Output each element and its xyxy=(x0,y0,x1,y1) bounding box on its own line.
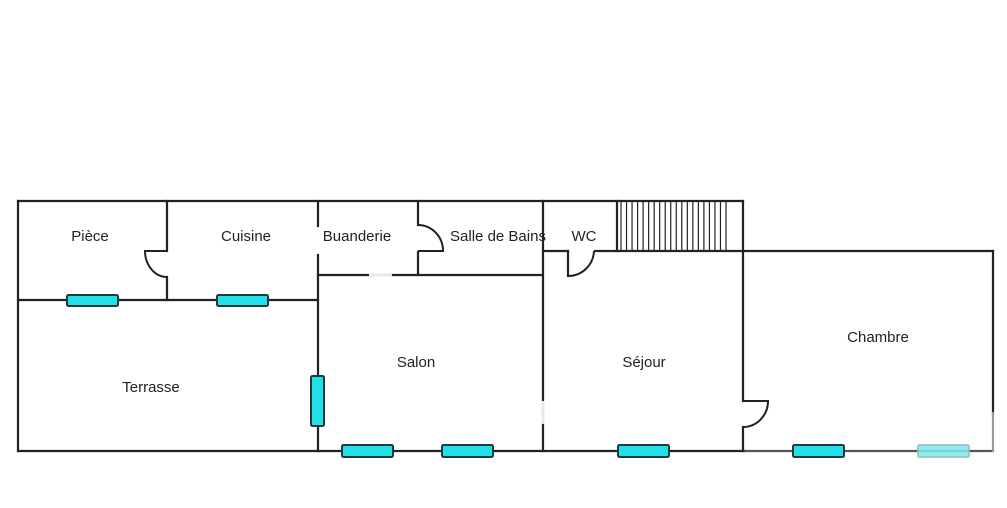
door-wc xyxy=(567,250,595,277)
room-label-salon: Salon xyxy=(397,354,435,371)
room-label-piece: Pièce xyxy=(71,228,109,245)
window-chambre-2 xyxy=(917,444,970,458)
window-chambre-1 xyxy=(792,444,845,458)
room-label-terrasse: Terrasse xyxy=(122,379,180,396)
room-label-wc: WC xyxy=(572,228,597,245)
window-salon-side xyxy=(310,375,325,427)
door-sejour-chambre xyxy=(742,400,770,428)
room-label-salle-de-bains: Salle de Bains xyxy=(450,228,546,245)
window-salon-1 xyxy=(341,444,394,458)
room-label-sejour: Séjour xyxy=(622,354,665,371)
doors xyxy=(143,224,770,428)
room-label-cuisine: Cuisine xyxy=(221,228,271,245)
staircase xyxy=(620,202,727,250)
door-piece-cuisine xyxy=(143,250,168,278)
room-labels: Pièce Cuisine Buanderie Salle de Bains W… xyxy=(71,228,909,396)
window-piece xyxy=(66,294,119,307)
door-buanderie-sdb xyxy=(417,224,445,252)
window-sejour xyxy=(617,444,670,458)
window-cuisine xyxy=(216,294,269,307)
room-label-chambre: Chambre xyxy=(847,329,909,346)
windows xyxy=(66,294,970,458)
room-label-buanderie: Buanderie xyxy=(323,228,391,245)
window-salon-2 xyxy=(441,444,494,458)
